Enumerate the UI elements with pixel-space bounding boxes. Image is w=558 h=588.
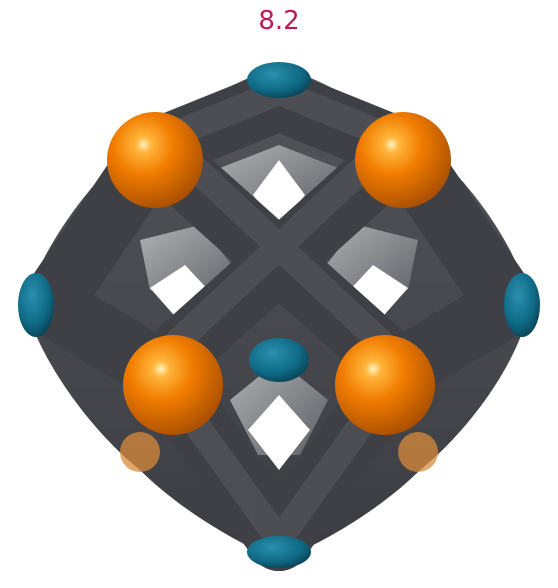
- teal-node-right: [504, 273, 540, 337]
- orange-node-top-left: [107, 112, 203, 208]
- orange-node-bottom-right: [335, 335, 435, 435]
- orange-nodes: [107, 112, 451, 435]
- teal-nodes: [18, 62, 540, 568]
- orange-node-top-right: [355, 112, 451, 208]
- value-label: 8.2: [258, 6, 300, 36]
- teal-node-top: [247, 62, 311, 98]
- teal-node-left: [18, 273, 54, 337]
- rear-orange-nodes: [120, 432, 438, 472]
- orange-node-bottom-left: [123, 335, 223, 435]
- teal-node-bottom: [247, 536, 311, 568]
- teal-node-center: [249, 338, 309, 382]
